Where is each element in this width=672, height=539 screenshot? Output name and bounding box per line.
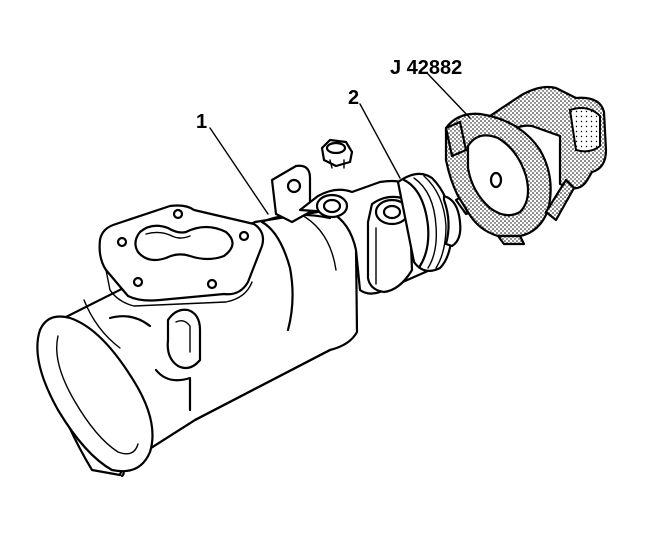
service-tool	[444, 85, 608, 246]
valve-body	[298, 179, 437, 295]
leader-line-1	[209, 127, 269, 215]
housing-flange	[98, 204, 265, 307]
leader-line-tool	[427, 73, 471, 119]
port-fitting	[320, 138, 354, 169]
leader-lines	[209, 73, 471, 215]
tool-number-label: J 42882	[390, 57, 462, 79]
leader-line-2	[359, 103, 401, 179]
mounting-bracket	[270, 164, 312, 224]
callout-label-2: 2	[348, 87, 359, 109]
gear-housing	[36, 208, 359, 478]
callout-label-1: 1	[196, 111, 207, 133]
